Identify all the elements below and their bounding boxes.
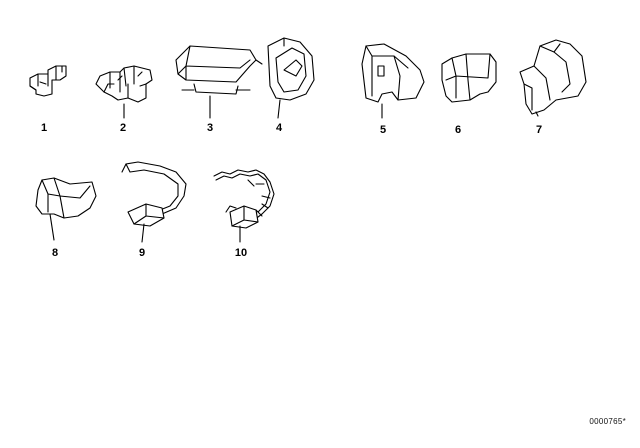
spring-clip-icon bbox=[441, 53, 497, 103]
part-label-8: 8 bbox=[51, 247, 59, 259]
part-label-5: 5 bbox=[379, 124, 387, 136]
cable-clip-icon bbox=[519, 39, 587, 115]
cable-tie-icon bbox=[121, 161, 187, 227]
part-label-1: 1 bbox=[40, 122, 48, 134]
part-label-7: 7 bbox=[535, 124, 543, 136]
part-label-10: 10 bbox=[234, 247, 248, 259]
part-label-2: 2 bbox=[119, 122, 127, 134]
drawing-id: 0000765* bbox=[589, 417, 626, 426]
leader-lines bbox=[49, 95, 539, 243]
flat-clamp-icon bbox=[175, 45, 263, 95]
double-clip-icon bbox=[95, 65, 153, 103]
small-clip-icon bbox=[29, 65, 67, 97]
bracket-clip-icon bbox=[361, 43, 425, 103]
holder-clip-icon bbox=[267, 37, 315, 101]
edge-clip-icon bbox=[35, 177, 97, 219]
fir-tree-tie-icon bbox=[213, 169, 275, 229]
part-label-6: 6 bbox=[454, 124, 462, 136]
part-label-3: 3 bbox=[206, 122, 214, 134]
part-label-4: 4 bbox=[275, 122, 283, 134]
part-label-9: 9 bbox=[138, 247, 146, 259]
